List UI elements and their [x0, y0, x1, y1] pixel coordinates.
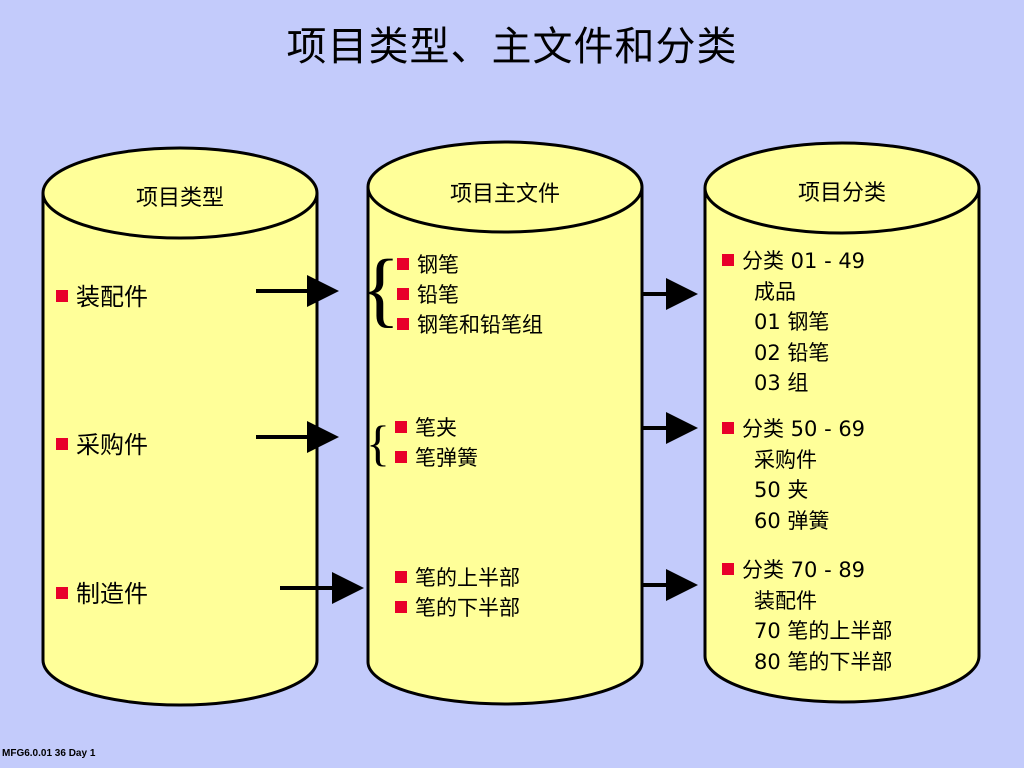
master-group-2: 笔夹 笔弹簧 — [395, 413, 478, 473]
classes-header: 项目分类 — [797, 181, 886, 206]
master-group-3: 笔的上半部 笔的下半部 — [395, 563, 520, 623]
bullet-icon — [397, 318, 409, 330]
class-head: 分类 01 - 49 — [722, 249, 865, 273]
class-line: 50 夹 — [754, 478, 809, 502]
class-line: 70 笔的上半部 — [754, 619, 893, 643]
class-line: 装配件 — [754, 588, 817, 613]
page-title: 项目类型、主文件和分类 — [286, 24, 738, 70]
list-item: 笔的下半部 — [395, 593, 520, 623]
type-item-purchased: 采购件 — [56, 425, 148, 460]
list-item: 钢笔 — [397, 250, 543, 280]
bullet-icon — [56, 438, 68, 450]
type-item-assembly: 装配件 — [56, 277, 148, 312]
class-group-2: 分类 50 - 69 采购件 50 夹 60 弹簧 — [722, 414, 865, 536]
list-item: 笔弹簧 — [395, 443, 478, 473]
class-line: 60 弹簧 — [754, 508, 830, 533]
types-header: 项目类型 — [135, 186, 224, 211]
bullet-icon — [722, 563, 734, 575]
list-item: 笔夹 — [395, 413, 478, 443]
list-item: 笔的上半部 — [395, 563, 520, 593]
brace-icon: { — [360, 243, 401, 336]
class-head: 分类 50 - 69 — [722, 417, 865, 441]
cylinder-item-classes — [703, 141, 981, 704]
class-group-3: 分类 70 - 89 装配件 70 笔的上半部 80 笔的下半部 — [722, 555, 892, 677]
master-group-1: 钢笔 铅笔 钢笔和铅笔组 — [397, 250, 543, 340]
footer-note: MFG6.0.01 36 Day 1 — [2, 748, 96, 759]
list-item: 钢笔和铅笔组 — [397, 310, 543, 340]
class-line: 成品 — [754, 279, 796, 304]
class-head: 分类 70 - 89 — [722, 558, 865, 582]
bullet-icon — [395, 451, 407, 463]
master-header: 项目主文件 — [449, 182, 560, 207]
cylinder-item-types — [41, 146, 319, 707]
bullet-icon — [722, 254, 734, 266]
class-line: 80 笔的下半部 — [754, 649, 893, 674]
brace-icon: { — [366, 415, 390, 471]
class-line: 01 钢笔 — [754, 310, 830, 334]
bullet-icon — [395, 601, 407, 613]
bullet-icon — [397, 288, 409, 300]
class-line: 02 铅笔 — [754, 340, 830, 365]
cylinder-item-master — [366, 140, 644, 706]
bullet-icon — [56, 290, 68, 302]
class-line: 03 组 — [754, 371, 809, 395]
bullet-icon — [395, 571, 407, 583]
list-item: 铅笔 — [397, 280, 543, 310]
bullet-icon — [722, 422, 734, 434]
class-line: 采购件 — [754, 447, 817, 472]
bullet-icon — [395, 421, 407, 433]
type-item-manufactured: 制造件 — [56, 574, 148, 609]
bullet-icon — [397, 258, 409, 270]
class-group-1: 分类 01 - 49 成品 01 钢笔 02 铅笔 03 组 — [722, 246, 865, 399]
bullet-icon — [56, 587, 68, 599]
